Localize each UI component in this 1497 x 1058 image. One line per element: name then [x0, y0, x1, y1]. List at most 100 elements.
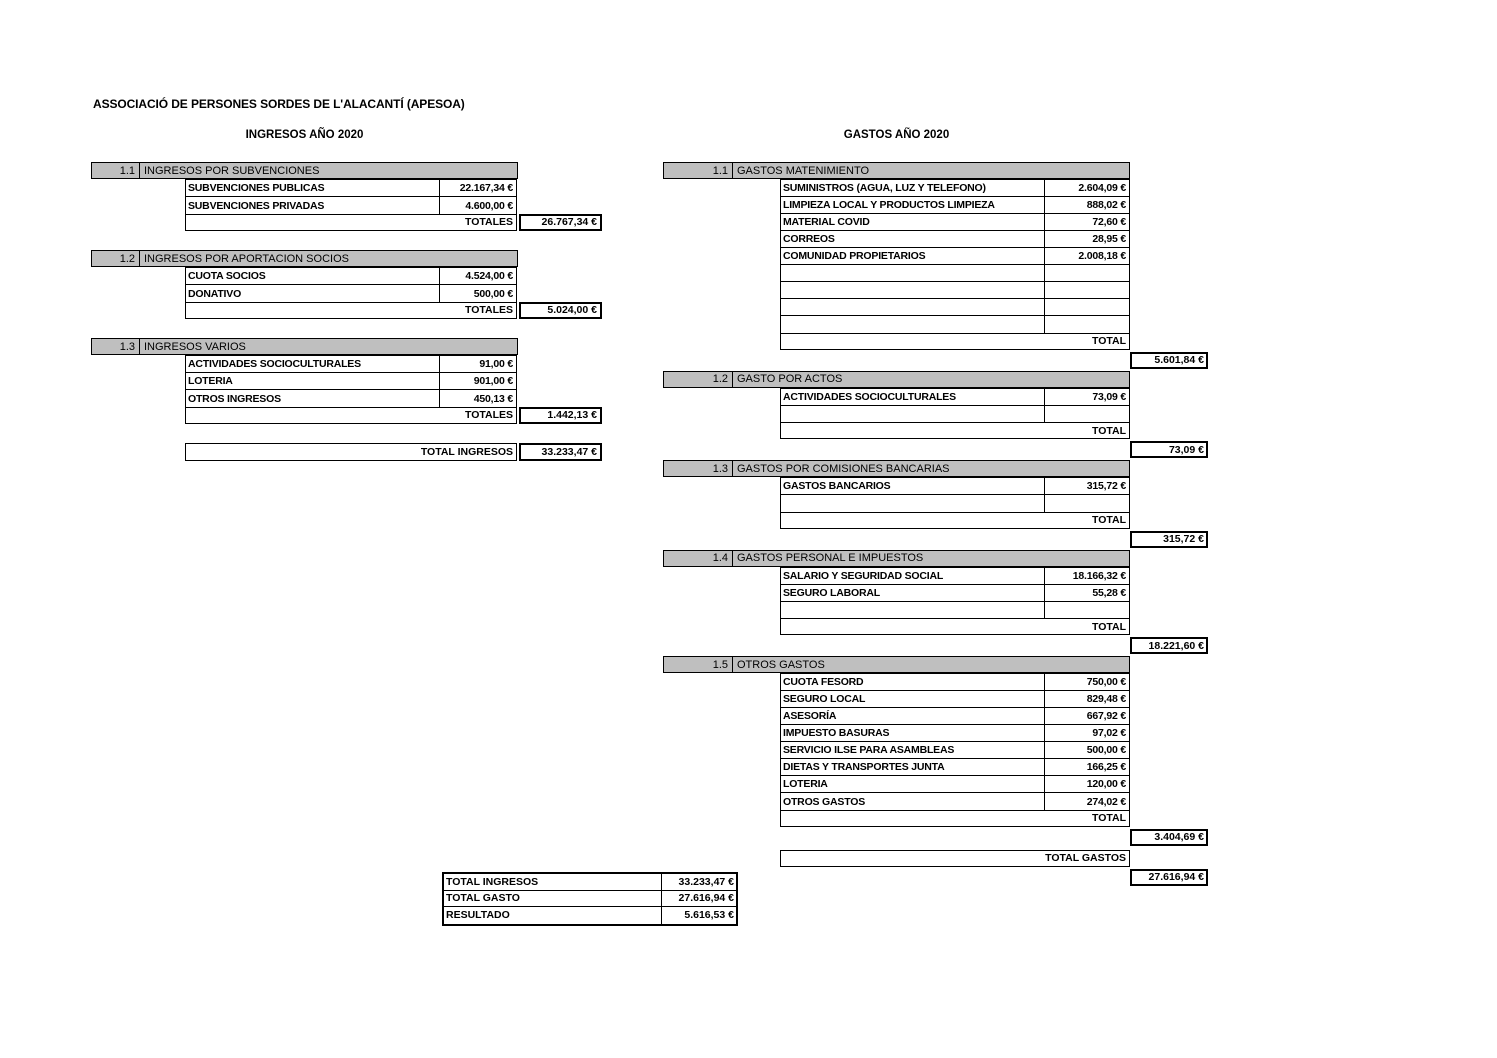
section-number: 1.1 — [664, 163, 733, 178]
row-label: SUBVENCIONES PRIVADAS — [186, 197, 440, 214]
income-sections: 1.1 INGRESOS POR SUBVENCIONES SUBVENCIONES… — [91, 162, 602, 424]
row-label: DONATIVO — [186, 285, 440, 302]
expense-row — [781, 299, 1129, 316]
row-label — [781, 405, 1045, 423]
total-gastos-value: 27.616,94 € — [1130, 868, 1208, 886]
row-label: SEGURO LABORAL — [781, 584, 1045, 601]
income-section-header: 1.1 INGRESOS POR SUBVENCIONES — [91, 162, 518, 179]
row-value — [1045, 406, 1129, 423]
section-total-label: TOTAL — [780, 618, 1130, 635]
row-label: OTROS INGRESOS — [186, 390, 440, 407]
section-title: INGRESOS POR SUBVENCIONES — [144, 164, 320, 177]
section-rows: ACTIVIDADES SOCIOCULTURALES 91,00 € LOTERI… — [185, 355, 517, 408]
row-label: MATERIAL COVID — [781, 214, 1045, 230]
row-value: 667,92 € — [1086, 710, 1126, 722]
row-label — [781, 282, 1045, 298]
section-total-value-line: 73,09 € — [663, 441, 1208, 458]
row-label: GASTOS BANCARIOS — [781, 478, 1045, 494]
total-ingresos-value: 33.233,47 € — [519, 443, 602, 461]
section-total-label: TOTAL — [780, 422, 1130, 439]
row-value: 28,95 € — [1092, 233, 1126, 245]
row-value: 55,28 € — [1092, 586, 1126, 599]
section-number: 1.2 — [92, 251, 140, 266]
row-label: ACTIVIDADES SOCIOCULTURALES — [186, 356, 440, 372]
row-value: 4.600,00 € — [465, 199, 513, 212]
section-total-label: TOTAL — [780, 332, 1130, 350]
section-number: 1.3 — [664, 461, 733, 476]
section-total-label: TOTALES — [185, 301, 517, 319]
section-title: GASTOS POR COMISIONES BANCARIAS — [737, 462, 950, 475]
section-total-value: 315,72 € — [1130, 530, 1208, 548]
expense-row — [781, 495, 1129, 512]
income-row: ACTIVIDADES SOCIOCULTURALES 91,00 € — [186, 356, 516, 373]
row-value: 120,00 € — [1086, 778, 1126, 790]
row-label: ASESORÍA — [781, 708, 1045, 724]
row-label — [781, 316, 1045, 333]
section-number: 1.4 — [664, 550, 733, 566]
summary-value: 33.233,47 € — [678, 875, 734, 888]
row-label: CUOTA FESORD — [781, 674, 1045, 690]
expense-section-1.4: 1.4 GASTOS PERSONAL E IMPUESTOS SALARIO Y … — [663, 549, 1208, 654]
section-number: 1.1 — [92, 163, 140, 178]
row-value: 829,48 € — [1086, 693, 1126, 705]
summary-value: 27.616,94 € — [678, 892, 734, 905]
expense-row — [781, 601, 1129, 619]
row-label: DIETAS Y TRANSPORTES JUNTA — [781, 759, 1045, 775]
expense-row — [781, 316, 1129, 333]
section-total-value: 73,09 € — [1130, 441, 1208, 458]
expense-section-1.3: 1.3 GASTOS POR COMISIONES BANCARIAS GASTOS… — [663, 460, 1208, 548]
section-number: 1.3 — [92, 339, 140, 354]
section-total-value-line: 5.601,84 € — [663, 351, 1208, 369]
row-value: 72,60 € — [1092, 216, 1126, 228]
income-row: CUOTA SOCIOS 4.524,00 € — [186, 268, 516, 285]
row-value — [1045, 316, 1129, 333]
row-value — [1045, 495, 1129, 512]
expense-row: MATERIAL COVID 72,60 € — [781, 214, 1129, 231]
section-total-label: TOTALES — [185, 406, 517, 424]
section-number: 1.2 — [664, 371, 733, 387]
gastos-heading: GASTOS AÑO 2020 — [843, 129, 950, 141]
row-value: 2.008,18 € — [1078, 250, 1126, 262]
row-value — [1045, 265, 1129, 281]
row-value: 91,00 € — [479, 358, 513, 370]
section-total-label: TOTAL — [780, 809, 1130, 827]
total-ingresos-label: TOTAL INGRESOS — [185, 443, 517, 461]
row-value: 73,09 € — [1092, 390, 1126, 403]
total-gastos-value-line: 27.616,94 € — [663, 868, 1208, 886]
section-total-value: 5.601,84 € — [1130, 351, 1208, 369]
summary-value: 5.616,53 € — [684, 909, 734, 922]
row-label: CUOTA SOCIOS — [186, 268, 440, 284]
section-total-value: 26.767,34 € — [519, 213, 602, 231]
row-value: 4.524,00 € — [465, 270, 513, 282]
section-title: GASTOS PERSONAL E IMPUESTOS — [737, 552, 924, 564]
row-label — [781, 601, 1045, 619]
section-title: INGRESOS VARIOS — [144, 340, 246, 353]
section-rows: SUMINISTROS (AGUA, LUZ Y TELEFONO)2.604,… — [780, 179, 1130, 334]
expense-row — [781, 405, 1129, 423]
section-number: 1.5 — [664, 657, 733, 672]
